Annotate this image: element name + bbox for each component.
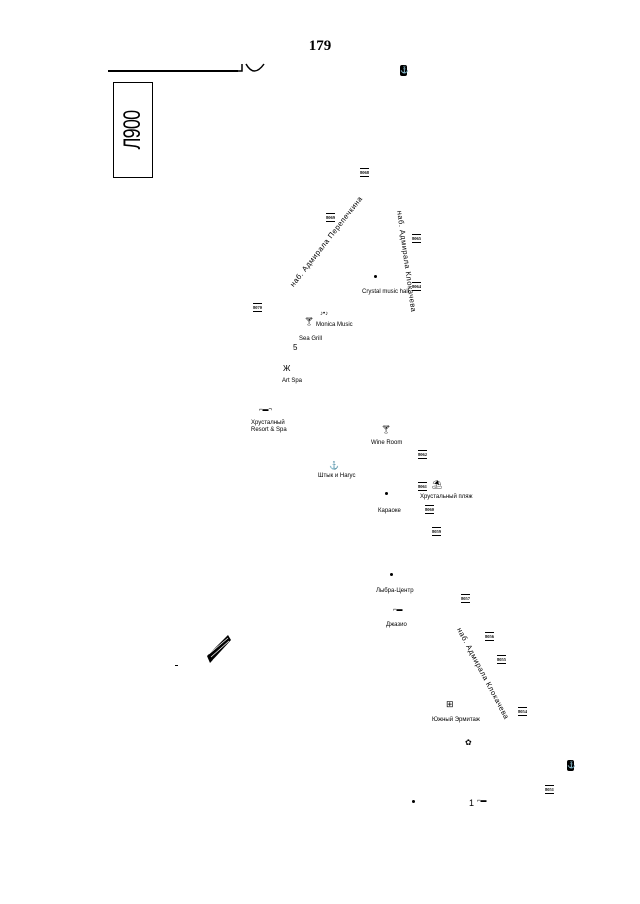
spa-icon: Ж xyxy=(283,364,291,373)
beach-icon: ⛱ xyxy=(432,480,443,489)
house-number: 8059 xyxy=(432,527,441,536)
speck xyxy=(175,665,178,666)
pier-structure xyxy=(207,635,231,663)
street-label: наб. Адмирала Перепечкина xyxy=(288,194,365,289)
bar-icon: 🍸︎ xyxy=(304,317,315,326)
place-dot xyxy=(385,492,388,495)
top-border-curve xyxy=(236,63,265,72)
place-dot xyxy=(412,800,415,803)
top-border-line xyxy=(108,70,238,72)
anchor-icon: ⚓ xyxy=(567,760,576,771)
bar-icon: 🍸︎ xyxy=(381,425,392,434)
house-number: 8060 xyxy=(425,505,434,514)
place-label: Лыбра-Центр xyxy=(376,588,414,594)
house-number: 8062 xyxy=(418,450,427,459)
place-label: Wine Room xyxy=(371,440,403,446)
sheet-box: Л900 xyxy=(113,82,153,178)
map-symbol: 1 xyxy=(469,798,475,808)
street-label: наб. Адмирала Клокачева xyxy=(455,626,512,721)
house-number: 8054 xyxy=(518,707,527,716)
hotel-icon: ⌐▬ xyxy=(477,798,487,804)
house-number: 8051 xyxy=(545,785,554,794)
place-label: Crystal music hall xyxy=(362,289,410,295)
house-number: 8056 xyxy=(485,632,494,641)
place-label: Южный Эрмитаж xyxy=(432,717,480,723)
house-number: 8069 xyxy=(326,213,335,222)
street-label: наб. Адмирала Клокачева xyxy=(395,210,419,313)
anchor-icon: ⚓ xyxy=(329,461,339,470)
place-label: Штык и Наrус xyxy=(318,473,356,479)
house-number: 8057 xyxy=(461,594,470,603)
place-label: Art Spa xyxy=(282,378,303,384)
place-label: Караоке xyxy=(378,508,401,514)
house-number: 8070 xyxy=(253,303,262,312)
house-number: 8064 xyxy=(412,282,421,291)
hotel-icon: ⌐▬¬ xyxy=(259,407,273,413)
page-number: 179 xyxy=(308,38,332,54)
place-label: Хрустальный пляж xyxy=(420,494,473,500)
anchor-icon: ⚓ xyxy=(400,65,409,76)
place-label: Sea Grill xyxy=(299,336,323,342)
map-symbol: 5 xyxy=(293,343,298,352)
house-number: 8065 xyxy=(412,234,421,243)
place-label: Monica Music xyxy=(316,322,353,328)
house-number: 8061 xyxy=(418,482,427,491)
place-dot xyxy=(390,573,393,576)
music-icon: ♪•♪ xyxy=(320,311,329,317)
sheet-code: Л900 xyxy=(119,110,146,150)
place-label: Хрусталный Resort & Spa xyxy=(251,420,287,433)
house-number: 8055 xyxy=(497,655,506,664)
house-number: 8068 xyxy=(360,168,369,177)
place-label: Джазио xyxy=(386,622,407,628)
atm-icon: ✿ xyxy=(465,738,472,747)
building-icon: ⊞ xyxy=(446,699,454,709)
hotel-icon: ⌐▬ xyxy=(393,607,403,613)
place-dot xyxy=(374,275,377,278)
